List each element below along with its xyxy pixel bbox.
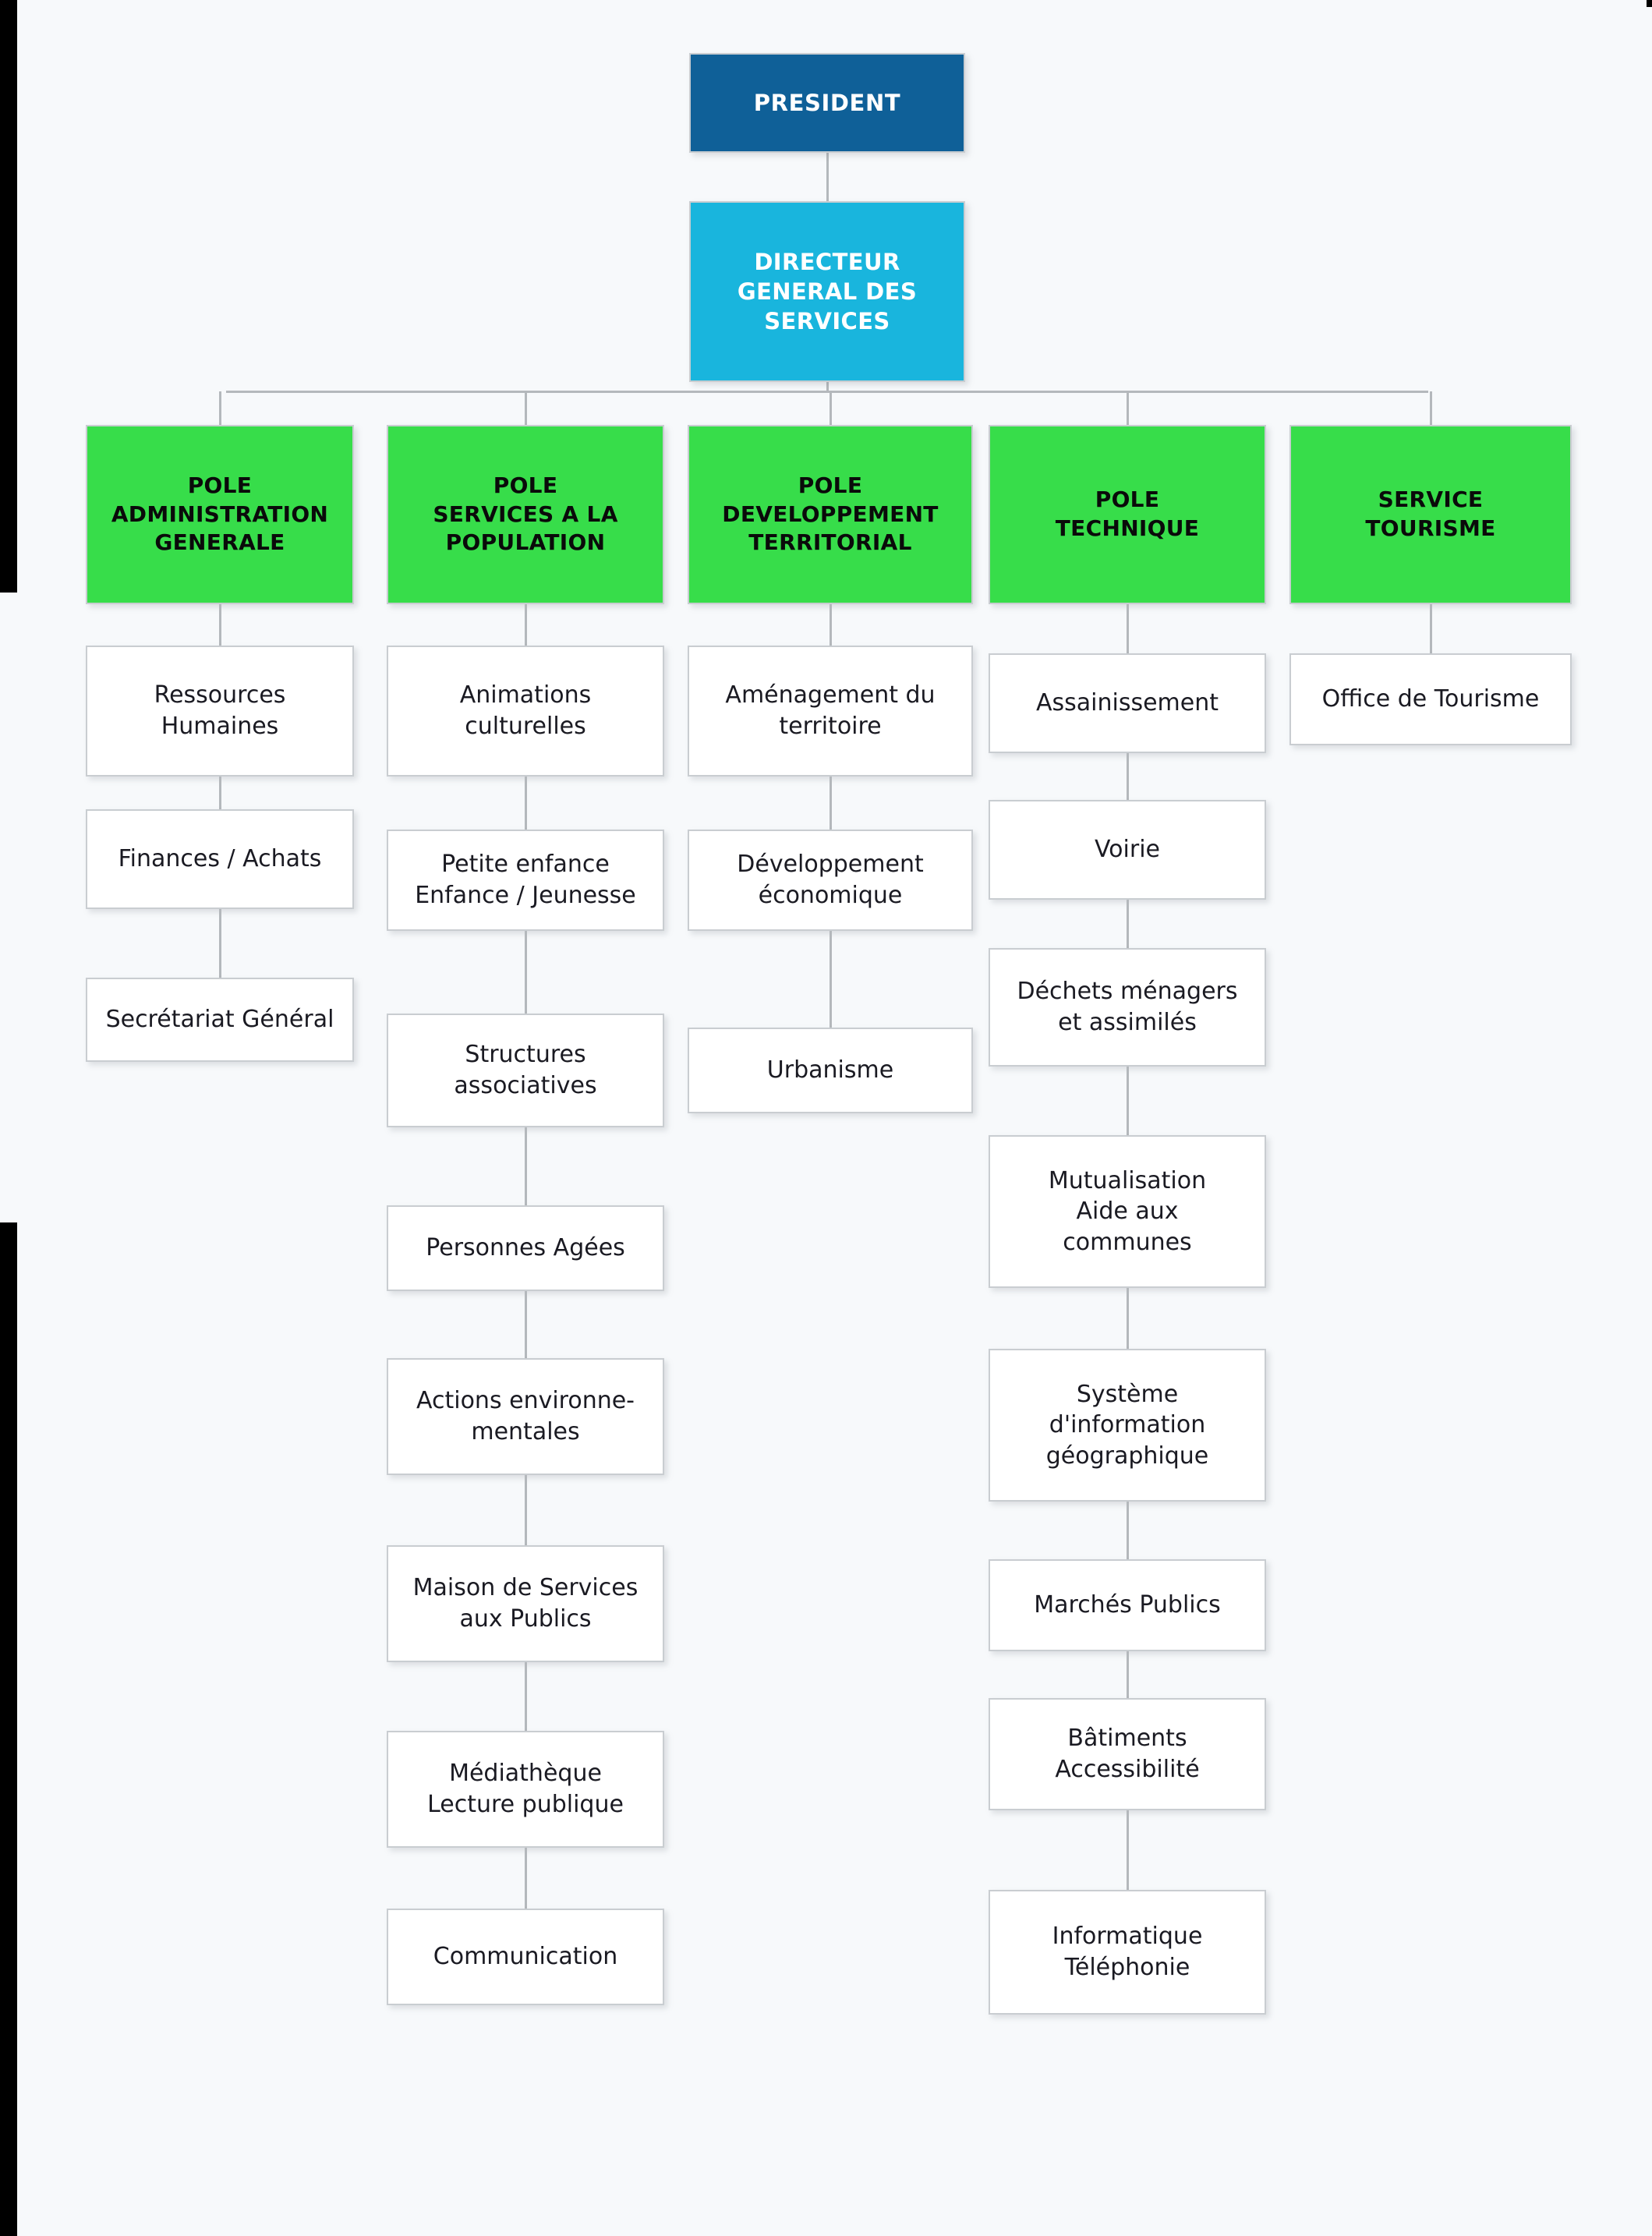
pole-node-services-a-la-population: POLE SERVICES A LA POPULATION: [387, 425, 664, 604]
president-node: PRESIDENT: [689, 53, 965, 153]
connector-developpement-territorial-1: [830, 777, 832, 830]
leaf-node-developpement-territorial-1: Développement économique: [688, 830, 973, 931]
connector-technique-0: [1127, 604, 1129, 653]
left-band-lower: [0, 1222, 17, 2236]
pole-node-developpement-territorial: POLE DEVELOPPEMENT TERRITORIAL: [688, 425, 973, 604]
connector-administration-generale-0: [219, 604, 221, 646]
top-right-mark: [1647, 0, 1652, 7]
connector-services-a-la-population-4: [525, 1291, 527, 1358]
connector-services-a-la-population-1: [525, 777, 527, 830]
leaf-node-services-a-la-population-2: Structures associatives: [387, 1014, 664, 1127]
leaf-node-services-a-la-population-6: Médiathèque Lecture publique: [387, 1731, 664, 1848]
leaf-node-administration-generale-1: Finances / Achats: [86, 809, 354, 909]
leaf-node-technique-5: Marchés Publics: [989, 1559, 1266, 1651]
connector-developpement-territorial-0: [830, 604, 832, 646]
connector-services-a-la-population-7: [525, 1848, 527, 1909]
connector-bus-to-pole-3: [1127, 391, 1129, 425]
connector-bus-to-pole-4: [1430, 391, 1432, 425]
leaf-node-administration-generale-0: Ressources Humaines: [86, 646, 354, 777]
leaf-node-technique-4: Système d'information géographique: [989, 1349, 1266, 1502]
connector-bus-to-pole-1: [525, 391, 527, 425]
pole-node-technique: POLE TECHNIQUE: [989, 425, 1266, 604]
connector-service-tourisme-0: [1430, 604, 1432, 653]
leaf-node-service-tourisme-0: Office de Tourisme: [1289, 653, 1572, 745]
leaf-node-services-a-la-population-1: Petite enfance Enfance / Jeunesse: [387, 830, 664, 931]
pole-node-service-tourisme: SERVICE TOURISME: [1289, 425, 1572, 604]
connector-bus-horizontal: [226, 391, 1428, 393]
directeur-general-des-services-node: DIRECTEUR GENERAL DES SERVICES: [689, 201, 965, 382]
connector-technique-7: [1127, 1810, 1129, 1890]
leaf-node-technique-2: Déchets ménagers et assimilés: [989, 948, 1266, 1067]
leaf-node-services-a-la-population-7: Communication: [387, 1909, 664, 2005]
connector-technique-3: [1127, 1067, 1129, 1135]
leaf-node-developpement-territorial-0: Aménagement du territoire: [688, 646, 973, 777]
connector-services-a-la-population-0: [525, 604, 527, 646]
connector-services-a-la-population-3: [525, 1127, 527, 1205]
connector-technique-6: [1127, 1651, 1129, 1698]
leaf-node-technique-3: Mutualisation Aide aux communes: [989, 1135, 1266, 1288]
leaf-node-technique-0: Assainissement: [989, 653, 1266, 753]
leaf-node-developpement-territorial-2: Urbanisme: [688, 1028, 973, 1113]
connector-administration-generale-1: [219, 777, 221, 809]
leaf-node-technique-1: Voirie: [989, 800, 1266, 900]
leaf-node-services-a-la-population-3: Personnes Agées: [387, 1205, 664, 1291]
connector-technique-5: [1127, 1502, 1129, 1559]
connector-president-to-dgs: [826, 153, 829, 201]
connector-technique-2: [1127, 900, 1129, 948]
connector-dgs-to-bus: [826, 382, 829, 391]
connector-administration-generale-2: [219, 909, 221, 978]
connector-technique-4: [1127, 1288, 1129, 1349]
leaf-node-technique-7: Informatique Téléphonie: [989, 1890, 1266, 2015]
leaf-node-administration-generale-2: Secrétariat Général: [86, 978, 354, 1062]
leaf-node-services-a-la-population-5: Maison de Services aux Publics: [387, 1545, 664, 1662]
connector-services-a-la-population-6: [525, 1662, 527, 1731]
connector-services-a-la-population-5: [525, 1475, 527, 1545]
leaf-node-services-a-la-population-4: Actions environne- mentales: [387, 1358, 664, 1475]
leaf-node-services-a-la-population-0: Animations culturelles: [387, 646, 664, 777]
connector-bus-to-pole-0: [219, 391, 221, 425]
left-band-upper: [0, 0, 17, 593]
pole-node-administration-generale: POLE ADMINISTRATION GENERALE: [86, 425, 354, 604]
connector-technique-1: [1127, 753, 1129, 800]
connector-bus-to-pole-2: [830, 391, 832, 425]
leaf-node-technique-6: Bâtiments Accessibilité: [989, 1698, 1266, 1810]
connector-developpement-territorial-2: [830, 931, 832, 1028]
connector-services-a-la-population-2: [525, 931, 527, 1014]
